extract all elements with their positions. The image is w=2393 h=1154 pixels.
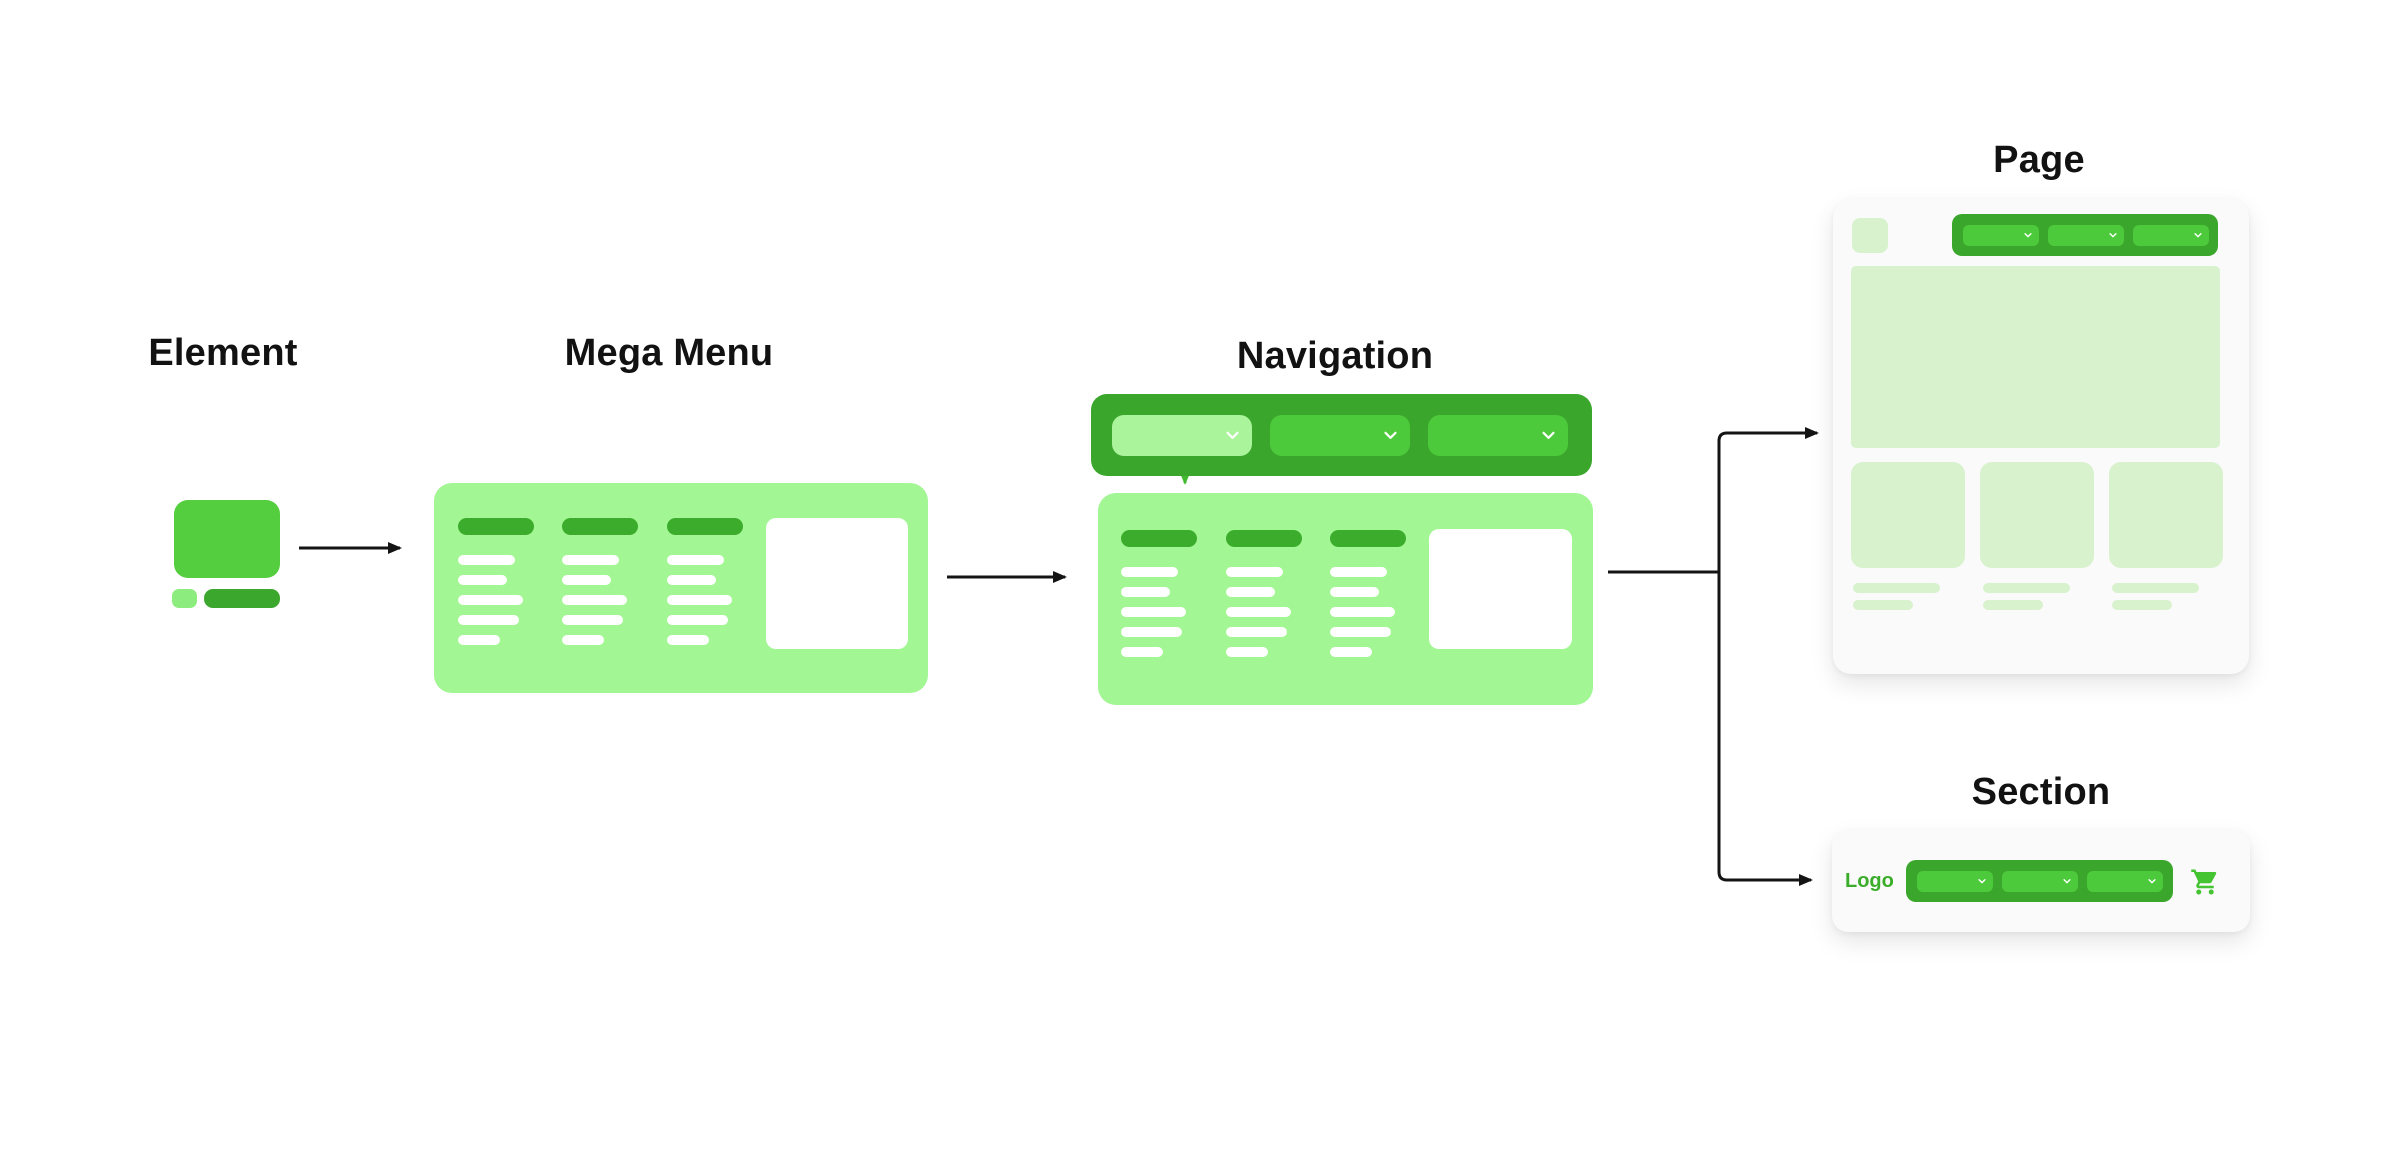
menu-link-placeholder — [1330, 627, 1391, 637]
menu-link-placeholder — [458, 615, 519, 625]
mega-menu-title: Mega Menu — [564, 332, 774, 374]
chevron-down-icon — [1384, 431, 1397, 439]
menu-link-placeholder — [458, 595, 523, 605]
section-nav-dropdown[interactable] — [2087, 870, 2163, 892]
menu-link-placeholder — [1226, 647, 1268, 657]
menu-link-placeholder — [667, 635, 709, 645]
menu-link-placeholder — [1330, 587, 1379, 597]
menu-link-placeholder — [1226, 607, 1291, 617]
menu-link-placeholder — [1121, 607, 1186, 617]
menu-feature-placeholder — [766, 518, 908, 649]
shopping-cart-icon[interactable] — [2190, 867, 2220, 897]
page-logo-placeholder — [1852, 218, 1888, 253]
section-nav-dropdown[interactable] — [2002, 870, 2078, 892]
section-nav-dropdown[interactable] — [1917, 870, 1993, 892]
menu-link-placeholder — [667, 555, 724, 565]
navigation-title: Navigation — [1236, 335, 1434, 377]
page-caption-line-placeholder — [2112, 583, 2199, 593]
menu-link-placeholder — [1121, 587, 1170, 597]
menu-column — [458, 518, 534, 655]
chevron-down-icon — [2194, 233, 2202, 238]
page-nav-dropdown[interactable] — [1963, 224, 2039, 246]
menu-link-placeholder — [1330, 567, 1387, 577]
section-logo: Logo — [1845, 870, 1894, 892]
menu-link-placeholder — [562, 555, 619, 565]
nav-mega-menu-panel — [1098, 493, 1593, 705]
menu-link-placeholder — [458, 555, 515, 565]
menu-heading-placeholder — [1226, 530, 1302, 547]
menu-link-placeholder — [1226, 627, 1287, 637]
page-caption-line-placeholder — [2112, 600, 2172, 610]
menu-column — [1121, 530, 1197, 667]
menu-link-placeholder — [1121, 627, 1182, 637]
chevron-down-icon — [1542, 431, 1555, 439]
menu-link-placeholder — [458, 575, 507, 585]
arrow-to-page — [1717, 427, 1819, 572]
page-nav-bar — [1952, 214, 2218, 256]
page-card-placeholder — [1980, 462, 2094, 568]
chevron-down-icon — [2109, 233, 2117, 238]
page-caption-line-placeholder — [1983, 600, 2043, 610]
page-card-placeholder — [2109, 462, 2223, 568]
nav-bar — [1091, 394, 1592, 476]
menu-link-placeholder — [667, 575, 716, 585]
menu-link-placeholder — [1330, 647, 1372, 657]
section-nav-bar — [1906, 860, 2173, 902]
nav-dropdown-open[interactable] — [1112, 414, 1252, 456]
menu-link-placeholder — [667, 615, 728, 625]
menu-link-placeholder — [1226, 567, 1283, 577]
menu-link-placeholder — [667, 595, 732, 605]
menu-heading-placeholder — [1121, 530, 1197, 547]
page-caption-line-placeholder — [1853, 600, 1913, 610]
nav-dropdown[interactable] — [1270, 414, 1410, 456]
menu-column — [1226, 530, 1302, 667]
chevron-down-icon — [1978, 879, 1986, 884]
page-hero-placeholder — [1851, 266, 2220, 448]
element-bullet-placeholder — [172, 589, 197, 608]
menu-heading-placeholder — [562, 518, 638, 535]
chevron-down-icon — [1226, 431, 1239, 439]
menu-link-placeholder — [1121, 567, 1178, 577]
page-card-placeholder — [1851, 462, 1965, 568]
arrow-to-section — [1717, 572, 1813, 886]
chevron-down-icon — [2063, 879, 2071, 884]
section-title: Section — [1971, 771, 2111, 813]
menu-column — [562, 518, 638, 655]
menu-heading-placeholder — [458, 518, 534, 535]
menu-link-placeholder — [562, 635, 604, 645]
menu-link-placeholder — [1226, 587, 1275, 597]
menu-heading-placeholder — [1330, 530, 1406, 547]
page-caption-line-placeholder — [1983, 583, 2070, 593]
chevron-down-icon — [2148, 879, 2156, 884]
menu-link-placeholder — [562, 615, 623, 625]
section-card: Logo — [1832, 830, 2250, 932]
page-nav-dropdown[interactable] — [2048, 224, 2124, 246]
page-title: Page — [1993, 139, 2085, 181]
menu-column — [1330, 530, 1406, 667]
menu-link-placeholder — [458, 635, 500, 645]
menu-column — [667, 518, 743, 655]
menu-link-placeholder — [1121, 647, 1163, 657]
nav-dropdown[interactable] — [1428, 414, 1568, 456]
menu-feature-placeholder — [1429, 529, 1572, 649]
mega-menu-node — [434, 483, 928, 693]
page-caption-line-placeholder — [1853, 583, 1940, 593]
element-title: Element — [148, 332, 298, 374]
menu-link-placeholder — [562, 595, 627, 605]
element-button-placeholder — [204, 589, 280, 608]
chevron-down-icon — [2024, 233, 2032, 238]
page-nav-dropdown[interactable] — [2133, 224, 2209, 246]
element-image-placeholder — [174, 500, 280, 578]
page-card — [1833, 199, 2249, 674]
menu-heading-placeholder — [667, 518, 743, 535]
menu-link-placeholder — [562, 575, 611, 585]
menu-link-placeholder — [1330, 607, 1395, 617]
